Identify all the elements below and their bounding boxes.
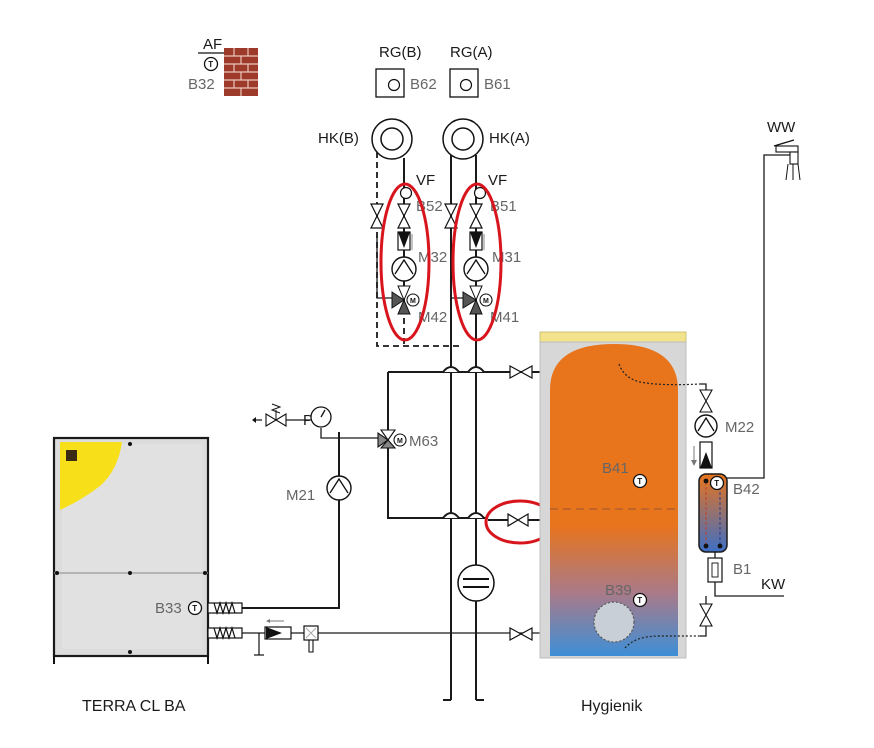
mixing-valve-icon: M [377, 429, 407, 449]
hygienik-tank [539, 331, 701, 659]
check-valve-icon [469, 231, 483, 251]
check-valve-icon [397, 231, 411, 251]
valve-icon [699, 389, 713, 413]
heat-exchanger-plate-icon [457, 564, 495, 602]
temperature-sensor-icon [709, 475, 725, 491]
kw-label: KW [761, 576, 786, 593]
motor-symbol: M [483, 298, 489, 305]
af-label: AF [203, 36, 222, 53]
m32-label: M32 [418, 249, 447, 266]
valve-icon [507, 512, 529, 528]
outdoor-sensor: AF T B32 [188, 36, 224, 93]
valve-icon [370, 203, 384, 229]
filter-icon [303, 625, 319, 653]
valve-icon [469, 203, 483, 229]
pump-icon [326, 475, 352, 501]
rg-a-label: RG(A) [450, 44, 493, 61]
heating-circuit-a: HK(A) [442, 118, 530, 160]
heating-circuit-icon [442, 118, 484, 160]
heat-pump-logo [66, 450, 77, 461]
temperature-sensor-icon [473, 186, 487, 200]
b32-label: B32 [188, 76, 215, 93]
temp-symbol: T [637, 596, 642, 605]
heat-pump-unit [52, 436, 210, 664]
b51-label: B51 [490, 198, 517, 215]
temp-symbol: T [714, 479, 719, 488]
temperature-sensor-icon [632, 592, 648, 608]
b42-label: B42 [733, 481, 760, 498]
rg-b-label: RG(B) [379, 44, 422, 61]
heating-circuit-b: HK(B) [318, 118, 413, 160]
temp-symbol: T [637, 477, 642, 486]
b62-label: B62 [410, 76, 437, 93]
heating-circuit-icon [371, 118, 413, 160]
pump-icon [463, 256, 489, 282]
mixing-valve-icon: M [391, 285, 420, 315]
temperature-sensor-icon [187, 600, 203, 616]
temp-symbol: T [208, 60, 213, 69]
pump-icon [694, 414, 718, 438]
valve-icon [699, 603, 713, 627]
pressure-gauge-icon [310, 406, 332, 428]
m22-label: M22 [725, 419, 754, 436]
m41-label: M41 [490, 309, 519, 326]
hk-a-label: HK(A) [489, 130, 530, 147]
valve-icon [509, 364, 533, 380]
temperature-sensor-icon [399, 186, 413, 200]
check-valve-icon [699, 441, 713, 469]
valve-icon [444, 203, 458, 229]
flex-hose-icon [207, 600, 243, 641]
b33-label: B33 [155, 600, 182, 617]
p-label: P [303, 412, 313, 429]
highlight-circuit-b [379, 182, 431, 342]
m63-label: M63 [409, 433, 438, 450]
m42-label: M42 [418, 309, 447, 326]
motor-symbol: M [397, 438, 403, 445]
tank-caption: Hygienik [581, 698, 643, 715]
tap-icon [773, 139, 801, 181]
m21-label: M21 [286, 487, 315, 504]
valve-icon [397, 203, 411, 229]
b39-label: B39 [605, 582, 632, 599]
valve-icon [509, 626, 533, 642]
temp-symbol: T [192, 604, 197, 613]
brick-wall-icon [224, 48, 258, 96]
room-controller-a: RG(A) B61 [449, 44, 511, 98]
temperature-sensor-icon [632, 473, 648, 489]
dhw-heat-exchanger [698, 473, 728, 553]
vf-a-label: VF [488, 172, 507, 189]
mixing-valve-icon: M [462, 285, 493, 315]
pump-icon [391, 256, 417, 282]
room-controller-icon [449, 68, 479, 98]
heat-pump-caption: TERRA CL BA [82, 698, 186, 715]
m31-label: M31 [492, 249, 521, 266]
flow-sensor-icon [707, 557, 723, 583]
safety-valve-icon [252, 403, 287, 427]
vf-b-label: VF [416, 172, 435, 189]
b1-label: B1 [733, 561, 751, 578]
room-controller-icon [375, 68, 405, 98]
tank-flange [593, 601, 635, 643]
hk-b-label: HK(B) [318, 130, 359, 147]
room-controller-b: RG(B) B62 [375, 44, 437, 98]
ww-label: WW [767, 119, 796, 136]
temperature-sensor-icon [203, 56, 219, 72]
b61-label: B61 [484, 76, 511, 93]
b41-label: B41 [602, 460, 629, 477]
check-valve-icon [264, 619, 292, 640]
motor-symbol: M [410, 298, 416, 305]
highlight-circuit-a [451, 182, 503, 342]
